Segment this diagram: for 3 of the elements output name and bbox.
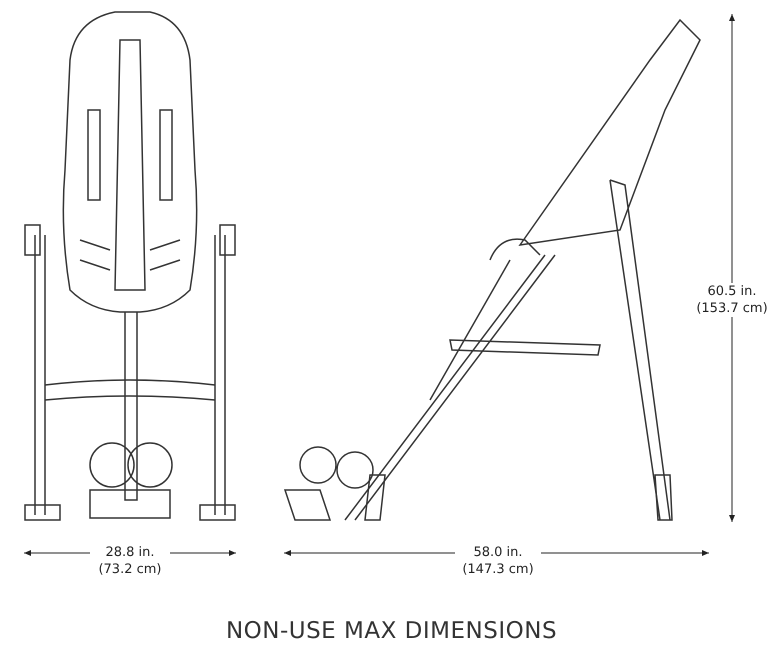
dimension-label: 58.0 in. (147.3 cm): [455, 544, 541, 578]
diagram-title: NON-USE MAX DIMENSIONS: [224, 618, 558, 644]
dimension-label: 28.8 in. (73.2 cm): [90, 544, 170, 578]
